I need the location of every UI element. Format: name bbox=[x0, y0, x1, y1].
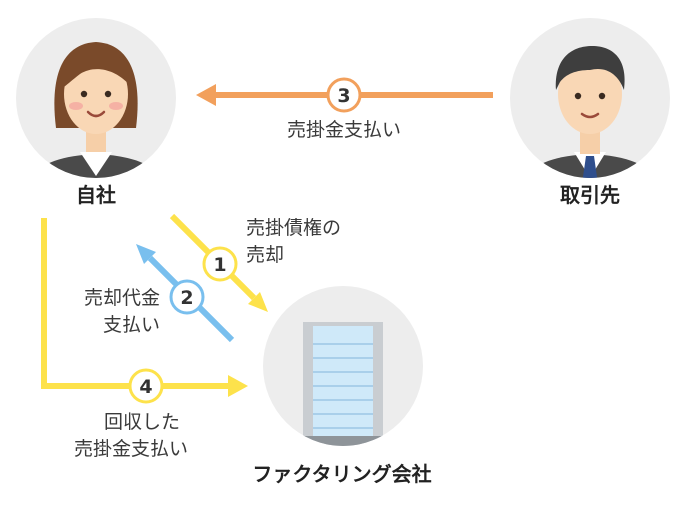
step-1-badge bbox=[202, 246, 238, 282]
arrow-step-2: 2 bbox=[136, 244, 235, 343]
step-3-number: 3 bbox=[337, 85, 350, 107]
step-4-label-line2: 売掛金支払い bbox=[74, 438, 189, 460]
step-2-number: 2 bbox=[180, 287, 193, 309]
factoring-label: ファクタリング会社 bbox=[252, 462, 432, 486]
businessman-icon bbox=[514, 46, 666, 178]
self-avatar bbox=[16, 18, 176, 178]
step-2-label-line1: 売却代金 bbox=[83, 287, 160, 309]
arrow-step-4: 4 bbox=[41, 218, 248, 404]
businesswoman-icon bbox=[20, 42, 172, 178]
step-3-label: 売掛金支払い bbox=[286, 119, 401, 141]
factoring-avatar bbox=[263, 286, 423, 446]
step-4-label-line1: 回収した bbox=[104, 411, 181, 433]
step-1-label-line1: 売掛債権の bbox=[246, 217, 342, 239]
step-2-label-line2: 支払い bbox=[102, 314, 160, 336]
self-label: 自社 bbox=[76, 183, 116, 207]
step-1-label-line2: 売却 bbox=[246, 244, 285, 266]
office-building-icon bbox=[303, 322, 383, 446]
step-1-number: 1 bbox=[213, 254, 226, 276]
step-3-badge bbox=[326, 77, 362, 113]
arrow-step-3: 3 bbox=[196, 77, 493, 113]
step-4-badge bbox=[128, 368, 164, 404]
arrow-step-1: 1 bbox=[169, 213, 268, 312]
partner-label: 取引先 bbox=[560, 183, 620, 207]
partner-avatar bbox=[510, 18, 670, 178]
step-2-badge bbox=[169, 279, 205, 315]
step-4-number: 4 bbox=[139, 376, 152, 398]
